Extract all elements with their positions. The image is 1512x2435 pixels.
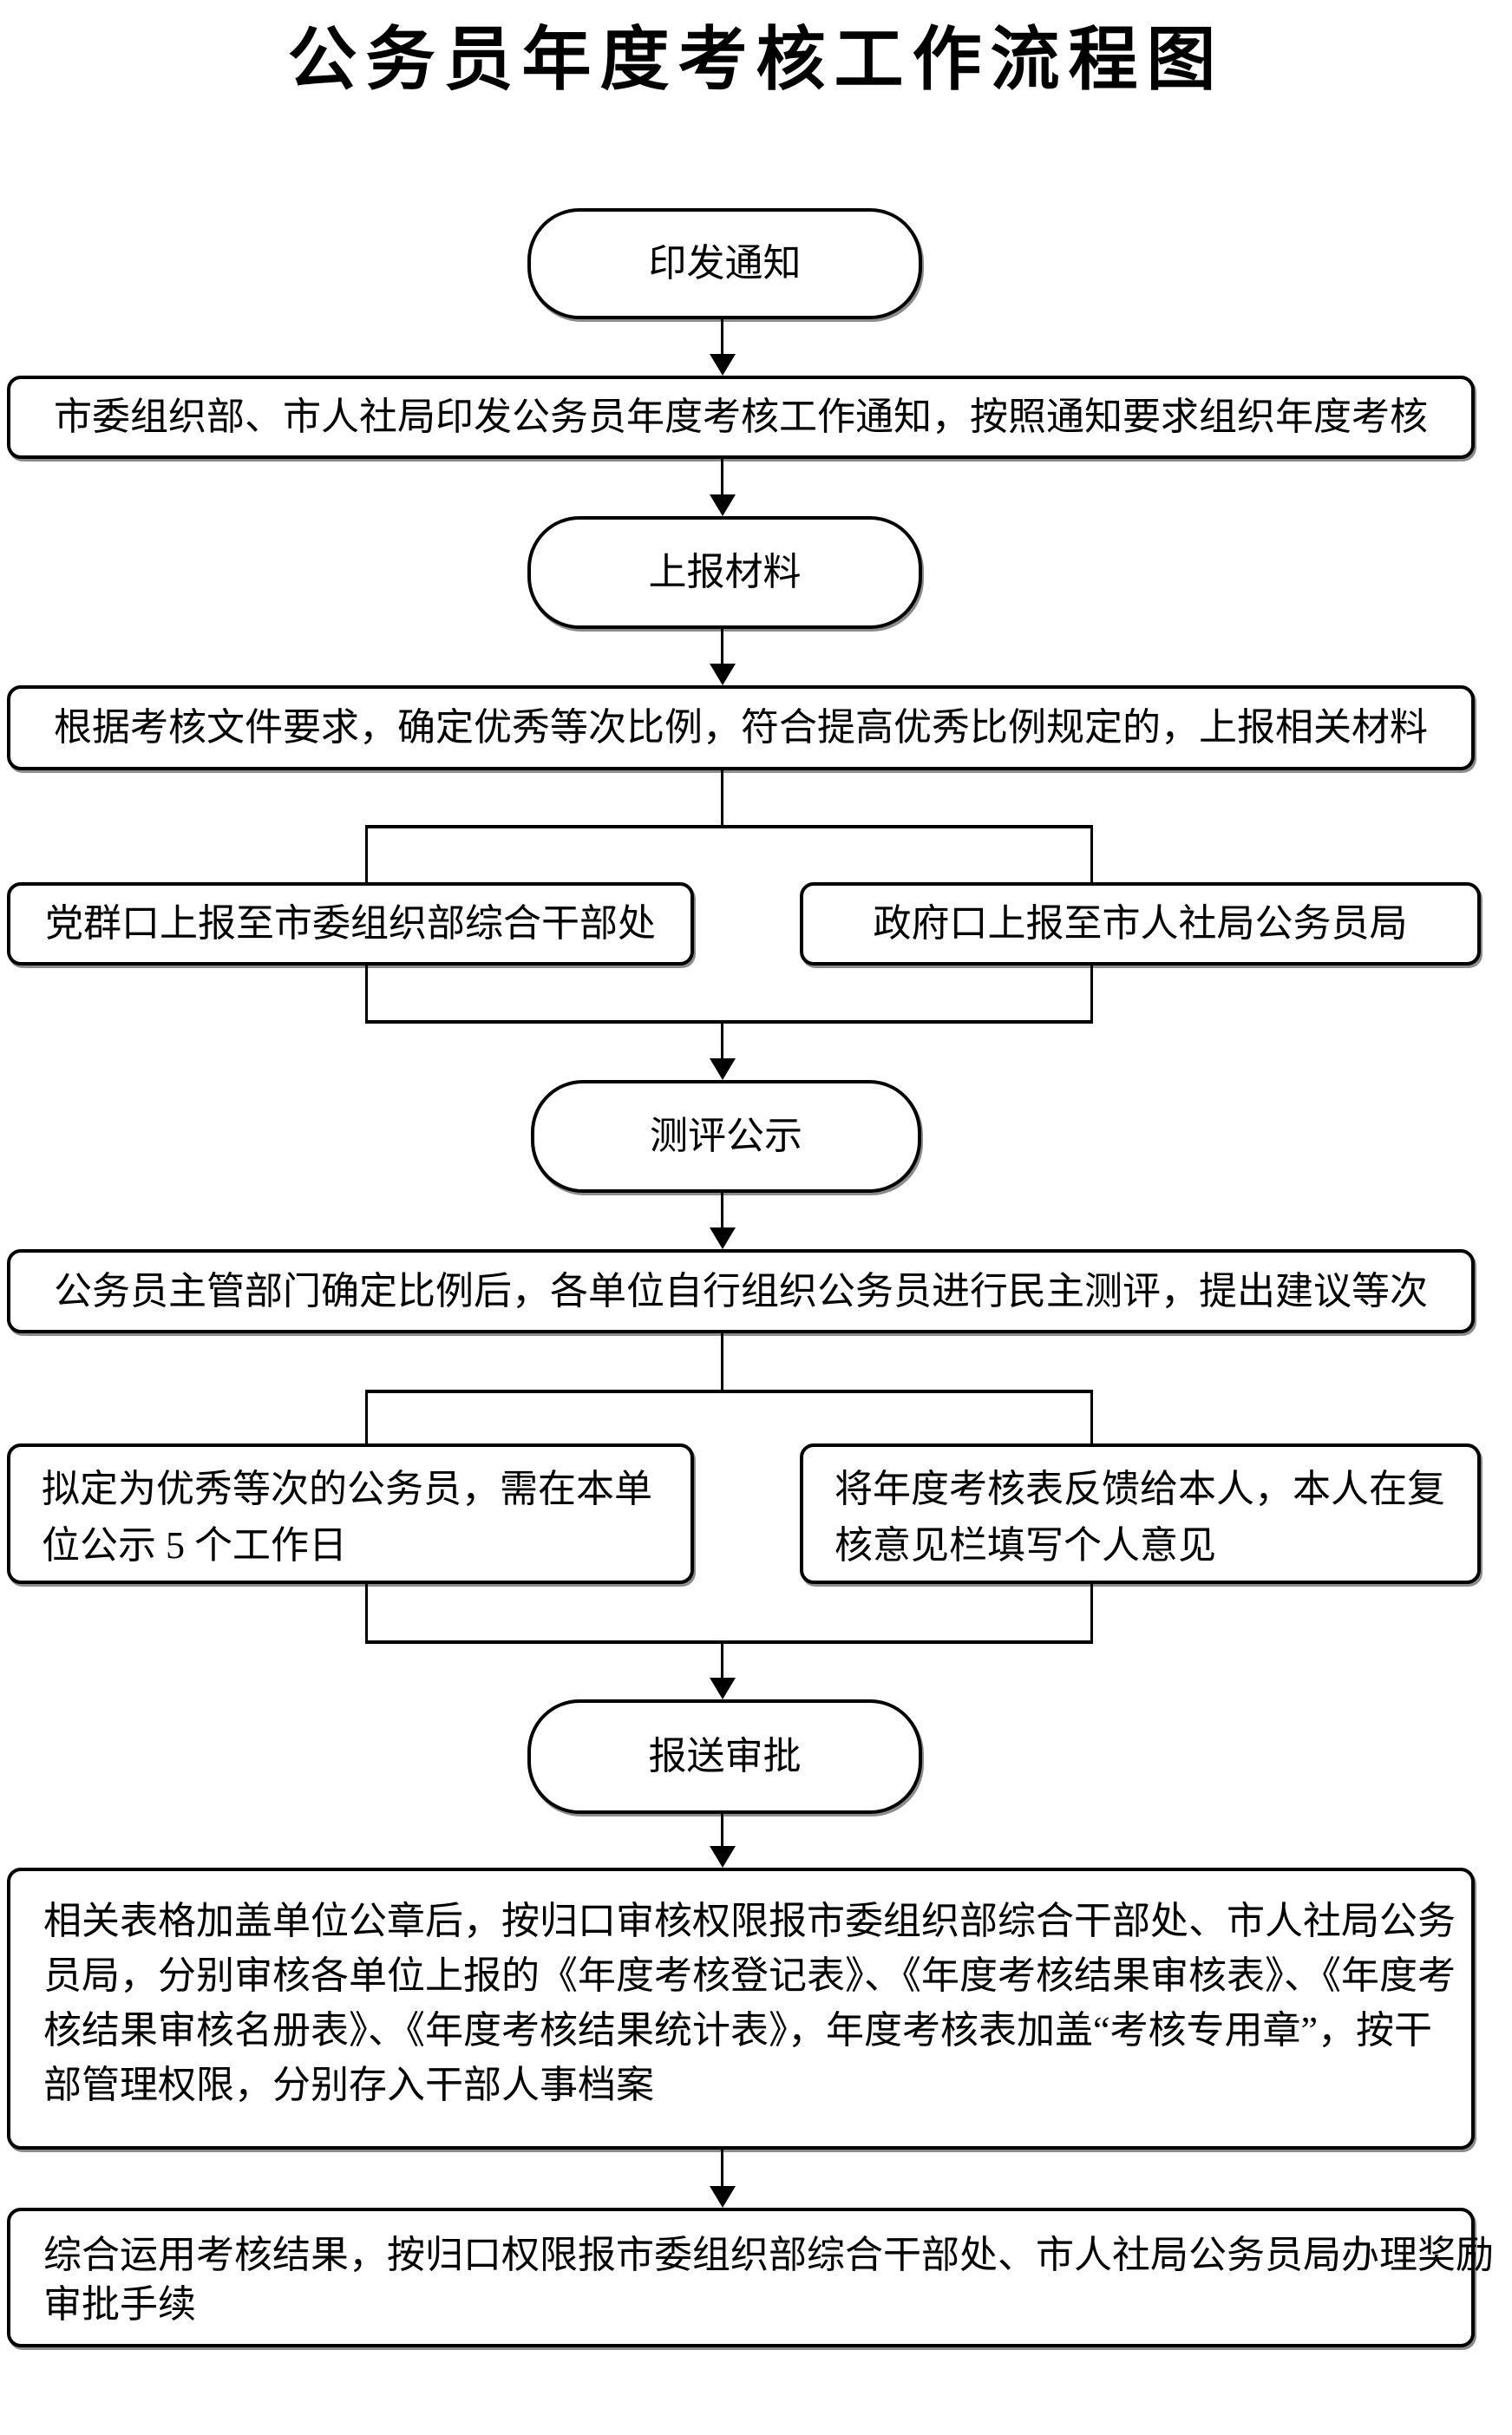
node-submit-approval: 报送审批 [527, 1699, 922, 1814]
connector-line [1090, 962, 1093, 1024]
connector-line [365, 825, 368, 886]
connector-line [721, 459, 723, 496]
branch-text-line: 位公示 5 个工作日 [42, 1524, 347, 1567]
desc-reward-procedure: 综合运用考核结果，按归口权限报市委组织部综合干部处、市人社局公务员局办理奖励 审… [7, 2208, 1494, 2347]
branch-excellent-publicity: 拟定为优秀等次的公务员，需在本单 位公示 5 个工作日 [7, 1443, 694, 1584]
desc-evaluation: 公务员主管部门确定比例后，各单位自行组织公务员进行民主测评，提出建议等次 [7, 1249, 1475, 1333]
node-label: 报送审批 [648, 1735, 802, 1778]
desc-text-line: 部管理权限，分别存入干部人事档案 [43, 2064, 654, 2106]
connector-line [721, 1814, 723, 1848]
branch-text: 党群口上报至市委组织部综合干部处 [45, 902, 656, 946]
arrow-down-icon [710, 1846, 736, 1868]
arrow-down-icon [710, 1678, 736, 1699]
node-evaluation-publicity: 测评公示 [531, 1080, 921, 1193]
desc-text-line: 员局，分别审核各单位上报的《年度考核登记表》、《年度考核结果审核表》、《年度考 [43, 1954, 1456, 1997]
connector-line [367, 1390, 1093, 1393]
node-label: 印发通知 [648, 242, 802, 285]
branch-government: 政府口上报至市人社局公务员局 [800, 882, 1481, 965]
desc-text: 市委组织部、市人社局印发公务员年度考核工作通知，按照通知要求组织年度考核 [54, 396, 1428, 439]
connector-line [367, 1640, 1093, 1644]
connector-line [365, 962, 368, 1024]
node-label: 上报材料 [648, 551, 802, 594]
branch-text-line: 拟定为优秀等次的公务员，需在本单 [42, 1468, 652, 1510]
desc-text: 根据考核文件要求，确定优秀等次比例，符合提高优秀比例规定的，上报相关材料 [54, 706, 1428, 749]
connector-line [365, 1390, 368, 1447]
connector-line [721, 319, 723, 356]
connector-line [1090, 825, 1093, 886]
desc-issue-notice: 市委组织部、市人社局印发公务员年度考核工作通知，按照通知要求组织年度考核 [7, 376, 1475, 459]
branch-text-line: 核意见栏填写个人意见 [835, 1524, 1216, 1567]
connector-line [365, 1581, 368, 1644]
connector-line [721, 1333, 723, 1393]
arrow-down-icon [710, 494, 736, 516]
desc-review-archive: 相关表格加盖单位公章后，按归口审核权限报市委组织部综合干部处、市人社局公务 员局… [7, 1868, 1475, 2150]
node-issue-notice: 印发通知 [527, 208, 922, 319]
branch-text: 政府口上报至市人社局公务员局 [873, 902, 1408, 946]
node-label: 测评公示 [650, 1115, 802, 1158]
desc-text-line: 核结果审核名册表》、《年度考核结果统计表》，年度考核表加盖“考核专用章”，按干 [43, 2009, 1433, 2052]
connector-line [721, 2150, 723, 2188]
connector-line [721, 770, 723, 828]
desc-text: 公务员主管部门确定比例后，各单位自行组织公务员进行民主测评，提出建议等次 [54, 1269, 1428, 1312]
desc-text-line: 相关表格加盖单位公章后，按归口审核权限报市委组织部综合干部处、市人社局公务 [43, 1900, 1456, 1942]
connector-line [721, 1644, 723, 1679]
connector-line [367, 825, 1093, 828]
desc-text-line: 审批手续 [43, 2283, 196, 2326]
node-submit-materials: 上报材料 [527, 516, 922, 629]
desc-submit-materials: 根据考核文件要求，确定优秀等次比例，符合提高优秀比例规定的，上报相关材料 [7, 685, 1475, 770]
branch-party-group: 党群口上报至市委组织部综合干部处 [7, 882, 694, 965]
arrow-down-icon [710, 354, 736, 376]
branch-text-line: 将年度考核表反馈给本人，本人在复 [835, 1468, 1445, 1510]
connector-line [721, 1193, 723, 1229]
connector-line [721, 629, 723, 665]
arrow-down-icon [710, 1227, 736, 1249]
page-title: 公务员年度考核工作流程图 [287, 23, 1225, 99]
connector-line [1090, 1581, 1093, 1644]
arrow-down-icon [710, 664, 736, 685]
connector-line [1090, 1390, 1093, 1447]
desc-text-line: 综合运用考核结果，按归口权限报市委组织部综合干部处、市人社局公务员局办理奖励 [43, 2234, 1494, 2276]
arrow-down-icon [710, 1058, 736, 1080]
arrow-down-icon [710, 2186, 736, 2208]
branch-feedback-form: 将年度考核表反馈给本人，本人在复 核意见栏填写个人意见 [800, 1443, 1481, 1584]
connector-line [367, 1020, 1093, 1024]
connector-line [721, 1024, 723, 1060]
